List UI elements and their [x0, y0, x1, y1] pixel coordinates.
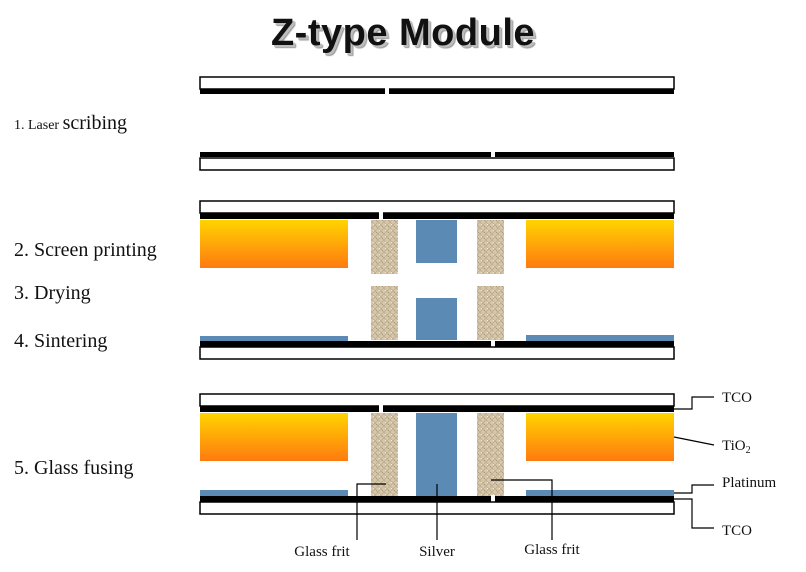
tco-layer	[200, 341, 674, 347]
diagram-title: Z-type Module	[270, 12, 536, 54]
label-tco-bottom: TCO	[722, 523, 752, 539]
leader-lines	[356, 396, 715, 540]
scribe-line	[385, 88, 389, 95]
tco-layer	[200, 213, 674, 219]
leader-tco-top	[674, 396, 714, 410]
label-platinum: Platinum	[722, 475, 777, 491]
step-laser-prefix: 1. Laser	[14, 118, 63, 133]
scribe-line	[379, 405, 383, 413]
label-silver: Silver	[419, 544, 455, 560]
glass-plate	[199, 346, 675, 360]
glass-frit-right	[477, 220, 504, 274]
glass-plate	[199, 200, 675, 214]
glass-plate	[199, 157, 675, 171]
glass-frit-left	[371, 220, 398, 274]
tco-layer	[200, 406, 674, 412]
label-glass-frit-left: Glass frit	[294, 544, 350, 560]
laser-scribing-top-substrate	[199, 76, 675, 95]
laser-scribing-bottom-substrate	[199, 151, 675, 171]
leader-tio2	[673, 436, 715, 446]
glass-frit-right	[477, 286, 504, 340]
label-glass-frit-right: Glass frit	[524, 542, 580, 558]
silver-paste	[416, 298, 457, 340]
tco-layer	[200, 152, 674, 157]
tio2-layer-right	[526, 413, 674, 461]
tio2-layer-right	[526, 220, 674, 268]
scribe-line	[491, 340, 495, 348]
label-tio2-sub: 2	[746, 445, 751, 456]
step-sintering: 4. Sintering	[14, 330, 108, 352]
printing-top-substrate	[199, 200, 675, 220]
scribe-line	[491, 495, 495, 503]
label-tio2-main: TiO	[722, 438, 746, 454]
scribe-line	[379, 212, 383, 220]
step-glass-fusing: 5. Glass fusing	[14, 457, 134, 479]
scribe-line	[491, 151, 495, 158]
silver-interconnect	[416, 413, 457, 496]
glass-frit-right	[477, 413, 504, 496]
tio2-layer-left	[200, 413, 348, 461]
leader-tco-bottom	[674, 498, 714, 529]
printing-bottom-substrate	[199, 340, 675, 360]
glass-plate	[199, 393, 675, 407]
leader-glass-frit-left	[356, 483, 386, 540]
glass-frit-left	[371, 413, 398, 496]
label-tio2: TiO2	[722, 438, 751, 456]
step-screen-printing: 2. Screen printing	[14, 239, 157, 261]
leader-platinum	[674, 484, 714, 494]
platinum-layer-left	[200, 490, 348, 496]
platinum-layer-right	[526, 335, 674, 341]
step-laser-suffix: scribing	[62, 112, 128, 134]
label-tco-top: TCO	[722, 390, 752, 406]
step-drying: 3. Drying	[14, 282, 91, 304]
silver-paste	[416, 220, 457, 263]
step-laser-scribing: 1. Laser scribing	[14, 112, 127, 135]
platinum-layer-right	[526, 490, 674, 496]
tco-layer	[200, 89, 674, 94]
leader-glass-frit-right	[491, 479, 553, 540]
fused-top-substrate	[199, 393, 675, 413]
tio2-layer-left	[200, 220, 348, 268]
platinum-layer-left	[200, 336, 348, 341]
glass-plate	[199, 76, 675, 90]
glass-frit-left	[371, 286, 398, 340]
